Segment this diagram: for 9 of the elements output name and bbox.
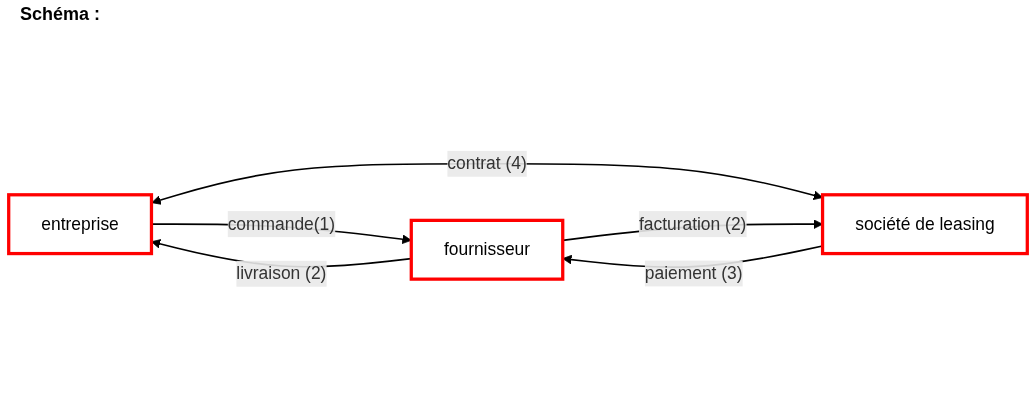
node-box: fournisseur (409, 219, 565, 282)
edge-label: livraison (2) (236, 264, 327, 283)
diagram-title: Schéma : (20, 4, 102, 25)
edge-label: contrat (4) (447, 154, 527, 173)
node-box: société de leasing (820, 193, 1029, 256)
node-box: entreprise (7, 193, 154, 256)
edge-label: commande(1) (227, 214, 336, 234)
edge-label: facturation (2) (638, 214, 747, 234)
edge-label: paiement (3) (644, 263, 743, 283)
